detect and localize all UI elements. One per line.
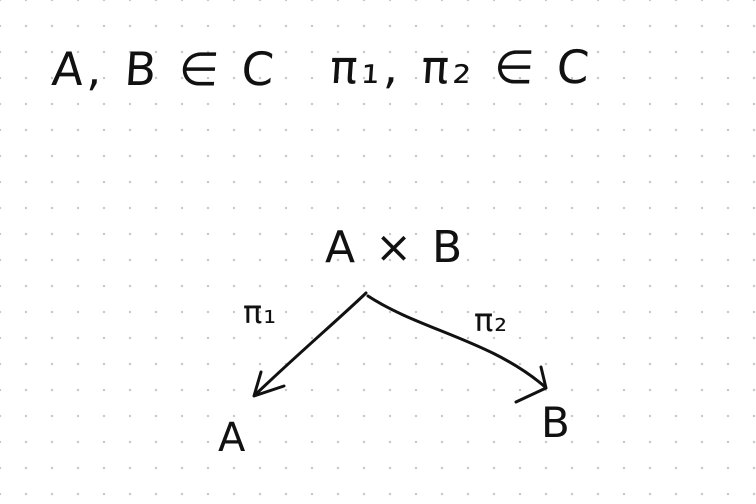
arrowhead-left [252, 370, 286, 398]
projection-arrow-right [366, 294, 546, 388]
projection-label-right: π₂ [474, 301, 509, 339]
projection-arrow-left [254, 291, 368, 396]
projection-label-left: π₁ [243, 293, 278, 331]
object-node-b: B [541, 398, 574, 447]
object-node-a: A [218, 415, 250, 461]
product-node: A × B [325, 222, 466, 273]
arrowhead-right [514, 365, 548, 404]
